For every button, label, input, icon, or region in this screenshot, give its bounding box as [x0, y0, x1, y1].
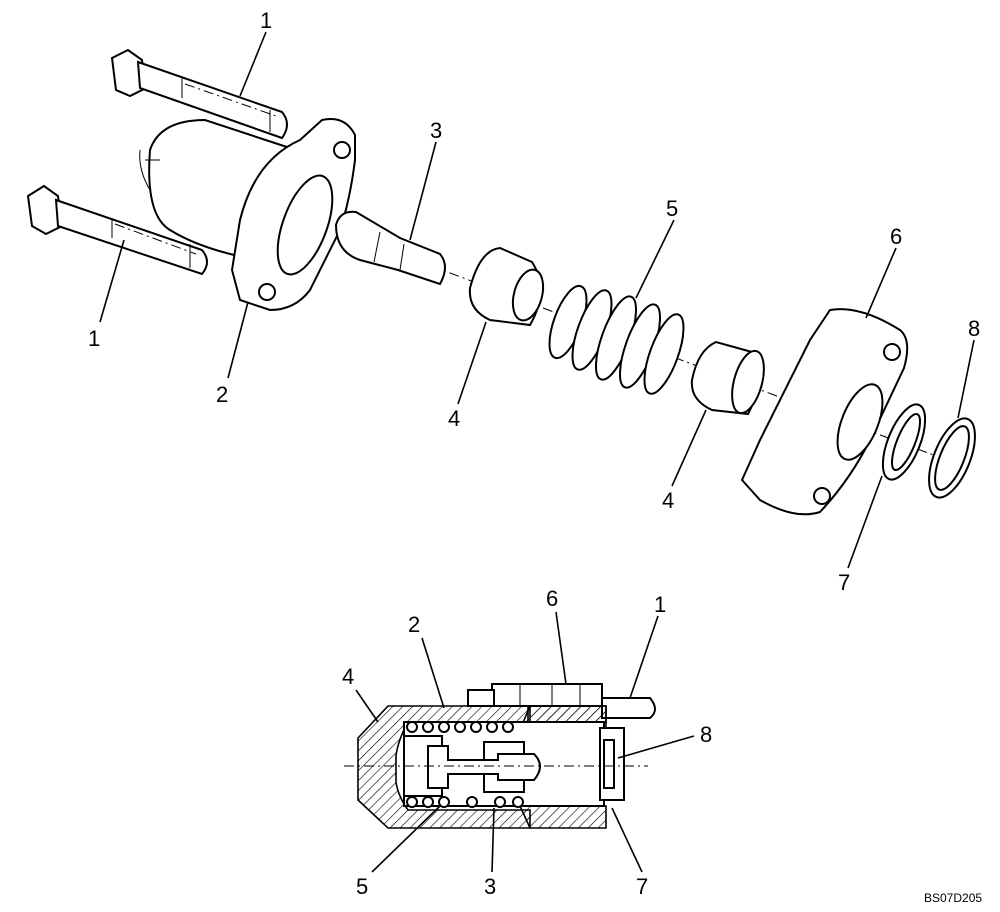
label-housing: 2 [216, 382, 228, 407]
label-bolt-lower: 1 [88, 326, 100, 351]
poppet [334, 210, 446, 286]
cover [740, 308, 909, 516]
section-label-seat: 4 [342, 664, 354, 689]
o-ring [928, 417, 976, 499]
section-label-spring: 5 [356, 874, 368, 899]
label-cover: 6 [890, 224, 902, 249]
spring [548, 284, 685, 395]
label-seat-left: 4 [448, 406, 460, 431]
label-backup-ring: 7 [838, 570, 850, 595]
section-label-bolt: 1 [654, 592, 666, 617]
label-seat-right: 4 [662, 488, 674, 513]
label-o-ring: 8 [968, 316, 980, 341]
section-label-poppet: 3 [484, 874, 496, 899]
bolt-lower [26, 184, 208, 276]
seat-left [468, 246, 545, 327]
spring-coils-section [406, 721, 524, 808]
label-spring: 5 [666, 196, 678, 221]
section-label-backup-ring: 7 [636, 874, 648, 899]
drawing-code: BS07D205 [924, 891, 982, 905]
label-bolt-upper: 1 [260, 8, 272, 33]
housing [139, 118, 356, 312]
section-view [344, 683, 656, 829]
section-label-cover: 6 [546, 586, 558, 611]
bolt-upper [110, 48, 288, 140]
seat-right [690, 340, 765, 416]
label-poppet: 3 [430, 118, 442, 143]
backup-ring [881, 403, 927, 481]
section-label-housing: 2 [408, 612, 420, 637]
section-label-o-ring: 8 [700, 722, 712, 747]
